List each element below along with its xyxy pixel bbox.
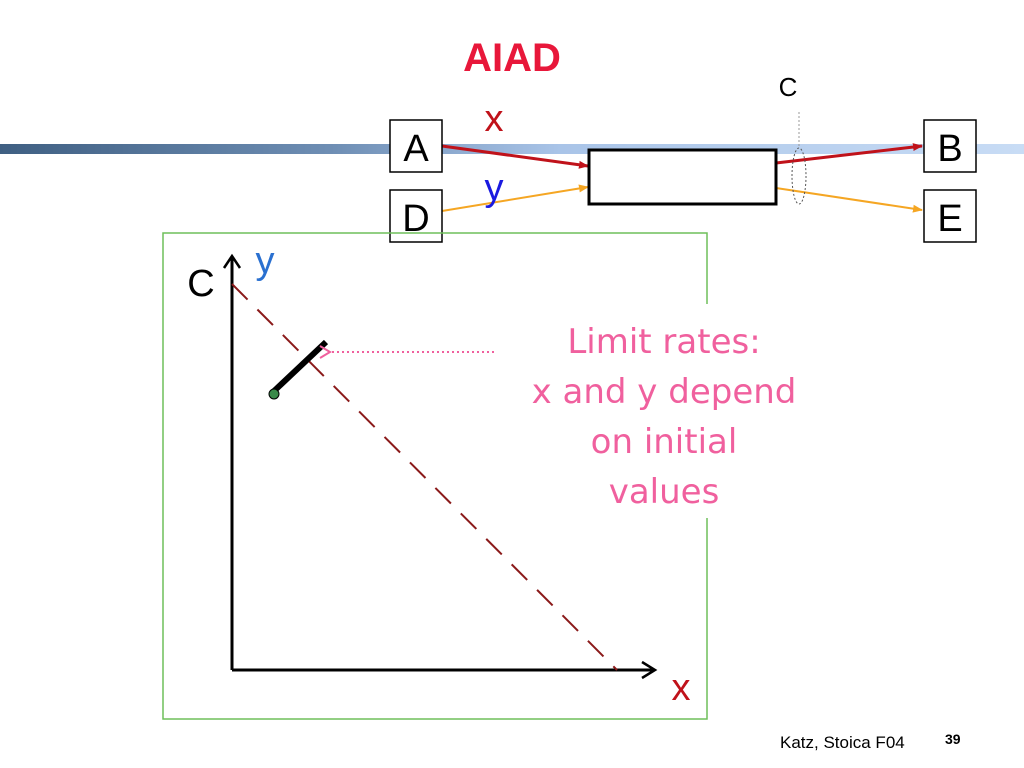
shared-link-box	[587, 148, 778, 206]
note-line-3: on initial	[591, 422, 738, 462]
limit-note: Limit rates: x and y depend on initial v…	[512, 304, 820, 518]
note-line-2: x and y depend	[532, 372, 797, 412]
flow-y-in-arrow	[441, 184, 589, 212]
y-axis-label: y	[256, 240, 275, 282]
header-bar-left	[0, 144, 560, 154]
node-a-label: A	[403, 128, 429, 170]
limit-segment	[270, 339, 329, 395]
plot-axes	[222, 253, 658, 680]
node-b-label: B	[937, 128, 962, 170]
node-b-box	[923, 119, 977, 173]
flow-x-out-arrow	[775, 143, 923, 165]
slide-footer: Katz, Stoica F04	[780, 733, 905, 752]
header-bar-right	[560, 144, 1024, 154]
node-a-box	[389, 119, 443, 173]
flow-x-label: x	[485, 98, 504, 140]
x-axis-arrowhead	[641, 660, 658, 680]
network-diagram: A D B E C x y	[389, 72, 977, 243]
node-e-box	[923, 189, 977, 243]
note-line-1: Limit rates:	[567, 322, 760, 362]
start-point	[268, 388, 280, 400]
flow-x-in-arrow	[441, 144, 589, 169]
note-line-4: values	[609, 472, 720, 512]
link-capacity-label: C	[779, 72, 798, 102]
page-number: 39	[945, 731, 961, 747]
slide-title: AIAD	[463, 36, 561, 80]
note-background	[512, 304, 820, 518]
node-e-label: E	[937, 198, 962, 240]
flow-y-label: y	[485, 167, 504, 209]
plot-capacity-label: C	[187, 263, 214, 305]
capacity-line	[231, 283, 618, 671]
capacity-ellipse	[791, 147, 807, 205]
flow-y-out-arrow	[775, 187, 923, 213]
y-axis-arrowhead	[222, 253, 242, 269]
x-axis-label: x	[672, 667, 691, 709]
